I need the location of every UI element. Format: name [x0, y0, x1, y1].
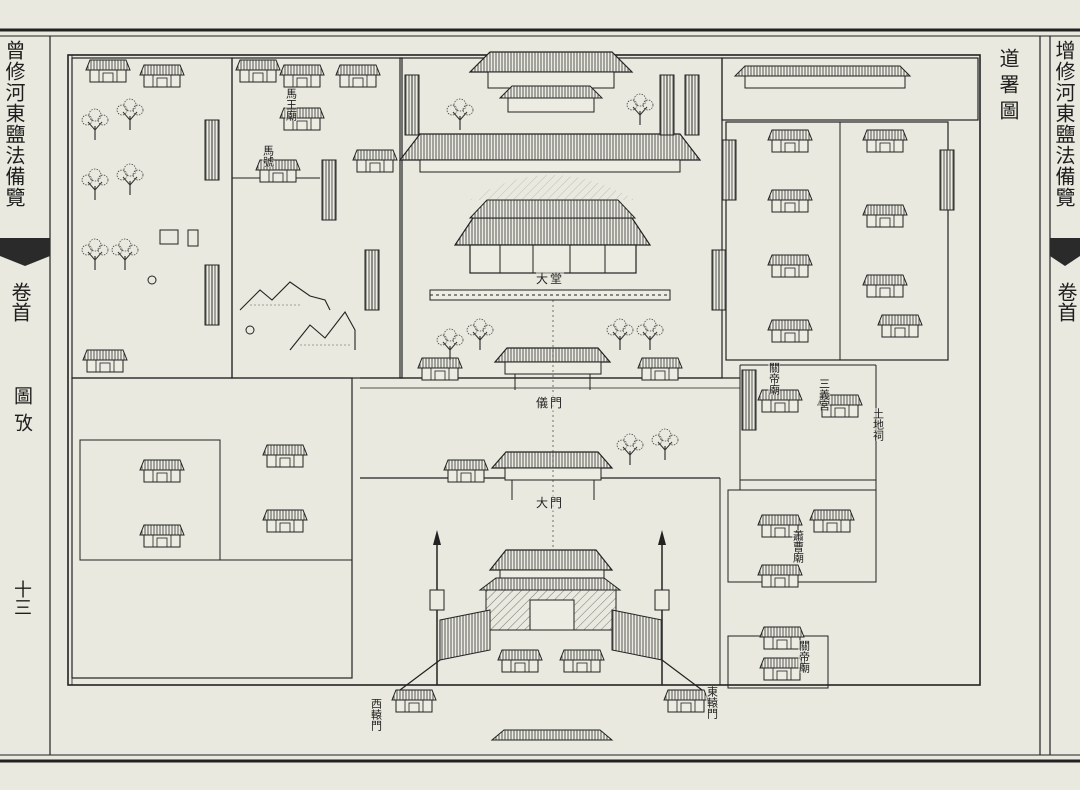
- label-guandi-temple-lower: 關帝廟: [797, 640, 811, 673]
- right-margin-book-title: 增修河東鹽法備覽: [1052, 40, 1076, 208]
- label-main-gate: 大門: [536, 494, 565, 511]
- label-guandi-temple-upper: 關帝廟: [767, 362, 781, 395]
- label-earth-god-shrine: 土地祠: [871, 408, 885, 441]
- left-margin-page-number: 十三: [11, 580, 32, 616]
- label-xiao-cao-temple: 蕭曹廟: [791, 530, 805, 563]
- label-great-hall: 大堂: [536, 270, 565, 287]
- label-second-gate: 儀門: [536, 394, 565, 411]
- right-margin-volume: 卷首: [1054, 282, 1078, 322]
- left-margin-section: 圖攷: [11, 386, 33, 440]
- label-west-gate: 西轅門: [369, 698, 383, 731]
- map-title: 道署圖: [996, 48, 1020, 126]
- label-horse-king-temple: 馬王廟: [284, 88, 298, 121]
- label-east-gate: 東轅門: [705, 686, 719, 719]
- left-margin-volume: 卷首: [8, 282, 32, 322]
- label-three-righteous-hall: 三義宮: [817, 378, 831, 411]
- label-horse-stable: 馬號: [261, 145, 275, 167]
- left-margin-book-title: 曾修河東鹽法備覽: [2, 40, 26, 208]
